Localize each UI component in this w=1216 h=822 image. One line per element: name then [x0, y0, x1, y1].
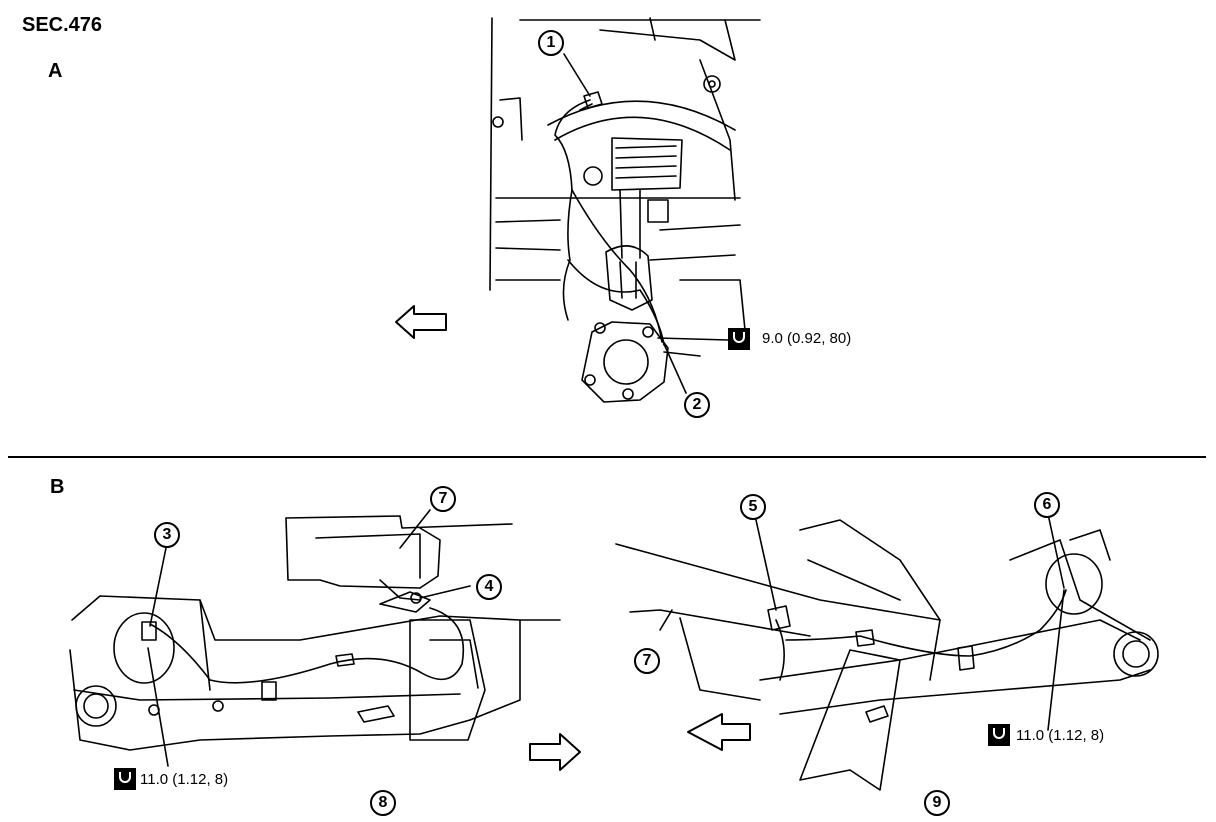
- front-arrow-icon: [395, 305, 447, 339]
- callout-6: 6: [1034, 492, 1060, 518]
- callout-3: 3: [154, 522, 180, 548]
- torque-spec-b-left: 11.0 (1.12, 8): [140, 771, 229, 788]
- torque-wrench-icon: [988, 724, 1010, 746]
- callout-5: 5: [740, 494, 766, 520]
- torque-wrench-icon: [114, 768, 136, 790]
- rear-right-drawing: [615, 513, 1159, 791]
- callout-9: 9: [924, 790, 950, 816]
- panel-divider: [8, 456, 1206, 458]
- rear-right-arrow-icon: [687, 713, 751, 751]
- callout-4: 4: [476, 574, 502, 600]
- panel-b-label: B: [50, 476, 65, 498]
- rear-left-drawing: [69, 509, 581, 771]
- callout-1: 1: [538, 30, 564, 56]
- torque-spec-a: 9.0 (0.92, 80): [762, 330, 852, 347]
- callout-7-right: 7: [634, 648, 660, 674]
- callout-7-left: 7: [430, 486, 456, 512]
- callout-2: 2: [684, 392, 710, 418]
- section-code: SEC.476: [22, 14, 103, 36]
- panel-a-label: A: [48, 60, 63, 82]
- torque-wrench-icon: [728, 328, 750, 350]
- front-suspension-drawing: [395, 17, 761, 403]
- callout-8: 8: [370, 790, 396, 816]
- rear-left-arrow-icon: [529, 733, 581, 771]
- torque-spec-b-right: 11.0 (1.12, 8): [1016, 727, 1105, 744]
